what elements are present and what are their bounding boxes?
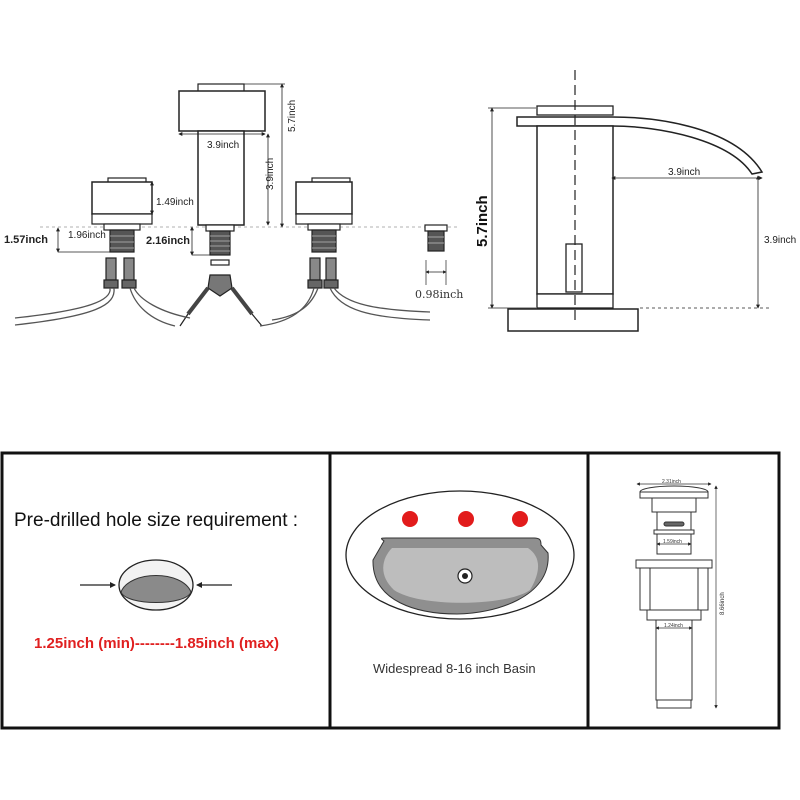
side-total-height-label: 5.7inch xyxy=(474,195,491,247)
hole-size-range: 1.25inch (min)--------1.85inch (max) xyxy=(34,635,279,652)
faucet-front-view xyxy=(14,83,460,327)
center-spout xyxy=(178,83,266,327)
drain-length-label: 8.66inch xyxy=(720,592,726,615)
side-dimension-lines xyxy=(488,107,770,309)
handle-base-height-label: 1.57inch xyxy=(4,234,48,246)
spout-body-height-label: 3.9inch xyxy=(265,158,276,190)
hole-size-title: Pre-drilled hole size requirement : xyxy=(14,510,298,531)
hole-size-panel: Pre-drilled hole size requirement : 1.25… xyxy=(14,510,298,652)
drain-panel xyxy=(635,482,718,709)
panel-frame xyxy=(0,451,781,730)
shank-center-length-label: 2.16inch xyxy=(146,235,190,247)
shank-detail xyxy=(424,224,448,285)
drain-cap-width-label: 2.31inch xyxy=(662,479,681,485)
right-handle xyxy=(295,177,353,289)
handle-height-label: 1.49inch xyxy=(156,197,194,208)
faucet-hole-right xyxy=(512,511,528,527)
front-dimension-lines xyxy=(56,83,285,256)
basin-caption: Widespread 8-16 inch Basin xyxy=(373,661,536,676)
left-handle xyxy=(91,177,153,289)
faucet-side-view xyxy=(488,70,770,332)
faucet-hole-left xyxy=(402,511,418,527)
basin-panel: Widespread 8-16 inch Basin xyxy=(345,490,575,676)
spout-reach-label: 3.9inch xyxy=(668,167,700,178)
hole-illustration xyxy=(80,559,232,611)
shank-diameter-label: 0.98inch xyxy=(415,288,463,301)
supply-hoses xyxy=(14,287,431,327)
shank-left-length-label: 1.96inch xyxy=(68,230,106,241)
faucet-hole-center xyxy=(458,511,474,527)
spout-height-label: 3.9inch xyxy=(764,235,796,246)
drain-neck-width-label: 1.59inch xyxy=(663,539,682,545)
spout-width-label: 3.9inch xyxy=(207,140,239,151)
front-total-height-label: 5.7inch xyxy=(287,100,298,132)
drain-tube-width-label: 1.24inch xyxy=(664,623,683,629)
